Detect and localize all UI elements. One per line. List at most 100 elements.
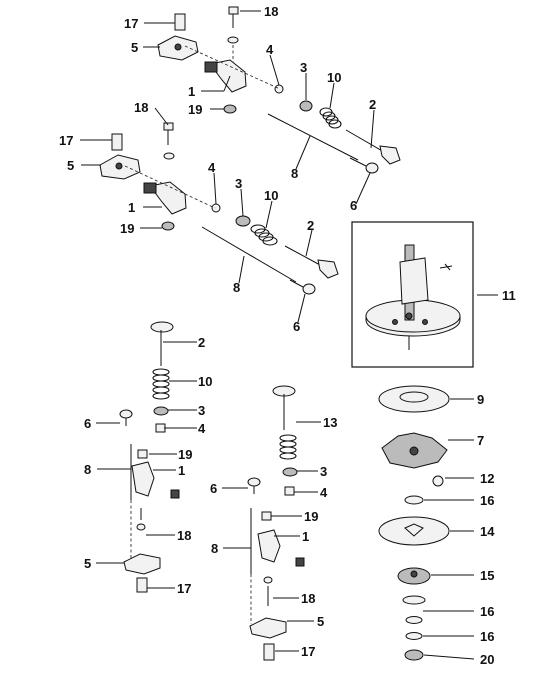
callout-18-c: 18 <box>177 528 191 543</box>
callout-6-d: 6 <box>210 481 217 496</box>
callout-15: 15 <box>480 568 494 583</box>
pivot-pin-17-c <box>136 577 148 593</box>
callout-4-a: 4 <box>266 42 274 57</box>
callout-17-d: 17 <box>301 644 315 659</box>
bolt-18-a <box>228 6 239 15</box>
ball-12 <box>432 475 444 487</box>
pushrod-8-a <box>267 113 359 161</box>
rocker-bracket-5-c <box>123 553 161 575</box>
tappet-6-a <box>365 162 379 174</box>
callout-10-a: 10 <box>327 70 341 85</box>
valve-cap-4-a <box>274 84 284 94</box>
retainer-19-d <box>261 511 272 521</box>
governor-cup-9 <box>378 385 450 413</box>
callout-11: 11 <box>502 288 516 303</box>
washer-18-b <box>163 152 175 160</box>
tappet-6-d <box>247 477 261 487</box>
leader-lines <box>80 10 498 660</box>
callout-19-c: 19 <box>178 447 192 462</box>
valve-spring-10-a <box>319 107 342 129</box>
callout-8-c: 8 <box>84 462 91 477</box>
callout-3-b: 3 <box>235 176 242 191</box>
callout-6-c: 6 <box>84 416 91 431</box>
callout-7: 7 <box>477 433 484 448</box>
callout-9: 9 <box>477 392 484 407</box>
callout-4-c: 4 <box>198 421 206 436</box>
washer-18-a <box>227 36 239 44</box>
rocker-bracket-5-d <box>249 617 287 639</box>
callout-3-a: 3 <box>300 60 307 75</box>
callout-19-a: 19 <box>188 102 202 117</box>
valve-cap-4-d <box>284 486 295 496</box>
callout-10-c: 10 <box>198 374 212 389</box>
lower-rocker-assembly <box>99 122 339 295</box>
callout-12: 12 <box>480 471 494 486</box>
pushrod-8-b <box>201 226 297 283</box>
rocker-arm-1-d <box>257 529 281 563</box>
callout-2-a: 2 <box>369 97 376 112</box>
governor-plate-14 <box>378 516 450 546</box>
callout-3-d: 3 <box>320 464 327 479</box>
callout-17-a: 17 <box>124 16 138 31</box>
callout-16-b: 16 <box>480 604 494 619</box>
tappet-6-c <box>119 409 133 419</box>
rocker-arm-1-a <box>209 59 247 93</box>
crankshaft-gear-11 <box>365 244 461 350</box>
callout-4-b: 4 <box>208 160 216 175</box>
valve-cap-4-b <box>211 203 221 213</box>
callout-19-d: 19 <box>304 509 318 524</box>
callout-2-c: 2 <box>198 335 205 350</box>
callout-8-b: 8 <box>233 280 240 295</box>
spring-seat-3-b <box>235 215 251 227</box>
callout-16-a: 16 <box>480 493 494 508</box>
callout-1-d: 1 <box>302 529 309 544</box>
bushing-20 <box>404 649 424 661</box>
retainer-19-a <box>223 104 237 114</box>
retainer-19-b <box>161 221 175 231</box>
pivot-pin-17-a <box>174 13 186 31</box>
callout-5-b: 5 <box>67 158 74 173</box>
ring-16-a <box>404 495 424 505</box>
pivot-pin-17-b <box>111 133 123 151</box>
valve-spring-10-c <box>152 368 170 400</box>
callout-8-d: 8 <box>211 541 218 556</box>
crankshaft-inset-box <box>351 221 474 368</box>
callout-20: 20 <box>480 652 494 667</box>
governor-stack <box>378 385 450 661</box>
callout-14: 14 <box>480 524 495 539</box>
rocker-arm-1-c <box>131 461 155 497</box>
callout-17-c: 17 <box>177 581 191 596</box>
spring-seat-3-d <box>282 467 298 477</box>
callout-19-b: 19 <box>120 221 134 236</box>
callout-4-d: 4 <box>320 485 328 500</box>
left-exploded-stack <box>119 321 180 593</box>
callout-8-a: 8 <box>291 166 298 181</box>
valve-spring-10-d <box>279 434 297 460</box>
callout-6-a: 6 <box>350 198 357 213</box>
valve-spring-10-b <box>250 224 278 246</box>
callout-18-b: 18 <box>134 100 148 115</box>
spring-seat-3-a <box>299 100 313 112</box>
callout-17-b: 17 <box>59 133 73 148</box>
callout-1-c: 1 <box>178 463 185 478</box>
spring-seat-3-c <box>153 406 169 416</box>
retainer-19-c <box>137 449 148 459</box>
tappet-6-b <box>302 283 316 295</box>
callout-16-c: 16 <box>480 629 494 644</box>
callout-10-b: 10 <box>264 188 278 203</box>
valve-2-a <box>379 145 401 165</box>
ring-16-b <box>405 616 423 624</box>
upper-rocker-assembly <box>157 6 401 174</box>
callout-2-b: 2 <box>307 218 314 233</box>
valve-2-b <box>317 259 339 279</box>
callout-5-c: 5 <box>84 556 91 571</box>
valve-cap-4-c <box>155 423 166 433</box>
valve-2-c <box>150 321 174 333</box>
callout-13: 13 <box>323 415 337 430</box>
bolt-18-b <box>163 122 174 131</box>
callout-6-b: 6 <box>293 319 300 334</box>
middle-exploded-stack <box>247 385 305 661</box>
ring-16-c <box>405 632 423 640</box>
pivot-pin-17-d <box>263 643 275 661</box>
